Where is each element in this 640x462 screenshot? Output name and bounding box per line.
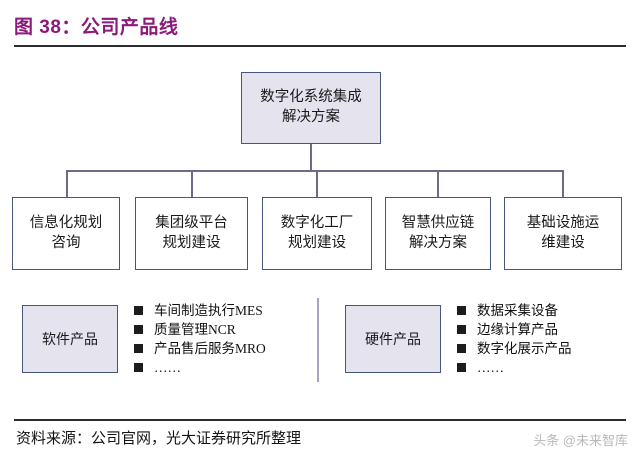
bullet-square-icon	[134, 306, 143, 315]
product-list-software: 车间制造执行MES 质量管理NCR 产品售后服务MRO ……	[118, 301, 307, 377]
connector-drop-3	[437, 170, 439, 197]
product-group-label-software: 软件产品	[22, 305, 118, 373]
list-item: 车间制造执行MES	[134, 301, 307, 320]
footer-divider	[14, 419, 626, 421]
list-item: 数据采集设备	[457, 301, 625, 320]
connector-drop-0	[66, 170, 68, 197]
list-item: 质量管理NCR	[134, 320, 307, 339]
source-note: 资料来源：公司官网，光大证券研究所整理	[16, 431, 302, 447]
bullet-square-icon	[134, 363, 143, 372]
list-item: 数字化展示产品	[457, 339, 625, 358]
leaf-node-informatization-planning: 信息化规划 咨询	[12, 197, 120, 270]
root-node: 数字化系统集成 解决方案	[241, 72, 381, 144]
bullet-square-icon	[457, 363, 466, 372]
page-title: 图 38：公司产品线	[14, 17, 179, 38]
watermark: 头条 @未来智库	[533, 433, 628, 448]
connector-drop-1	[191, 170, 193, 197]
title-divider	[14, 45, 626, 47]
org-chart-diagram: 数字化系统集成 解决方案 信息化规划 咨询 集团级平台 规划建设 数字化工厂 规…	[0, 52, 640, 412]
product-list-hardware: 数据采集设备 边缘计算产品 数字化展示产品 ……	[441, 301, 625, 377]
bullet-square-icon	[457, 325, 466, 334]
leaf-node-group-platform: 集团级平台 规划建设	[135, 197, 248, 270]
leaf-node-smart-supply-chain: 智慧供应链 解决方案	[385, 197, 491, 270]
connector-drop-2	[316, 170, 318, 197]
connector-drop-4	[562, 170, 564, 197]
bullet-square-icon	[457, 306, 466, 315]
product-group-software: 软件产品 车间制造执行MES 质量管理NCR 产品售后服务MRO ……	[22, 302, 307, 376]
leaf-node-digital-factory: 数字化工厂 规划建设	[262, 197, 372, 270]
list-item: 边缘计算产品	[457, 320, 625, 339]
bullet-square-icon	[134, 325, 143, 334]
bullet-square-icon	[134, 344, 143, 353]
connector-root-drop	[310, 144, 312, 171]
bullet-square-icon	[457, 344, 466, 353]
list-item: 产品售后服务MRO	[134, 339, 307, 358]
connector-horizontal-bus	[66, 170, 563, 172]
product-group-label-hardware: 硬件产品	[345, 305, 441, 373]
list-item: ……	[134, 358, 307, 377]
leaf-node-infrastructure-ops: 基础设施运 维建设	[504, 197, 622, 270]
group-vertical-divider	[317, 298, 319, 382]
list-item: ……	[457, 358, 625, 377]
product-group-hardware: 硬件产品 数据采集设备 边缘计算产品 数字化展示产品 ……	[345, 302, 625, 376]
